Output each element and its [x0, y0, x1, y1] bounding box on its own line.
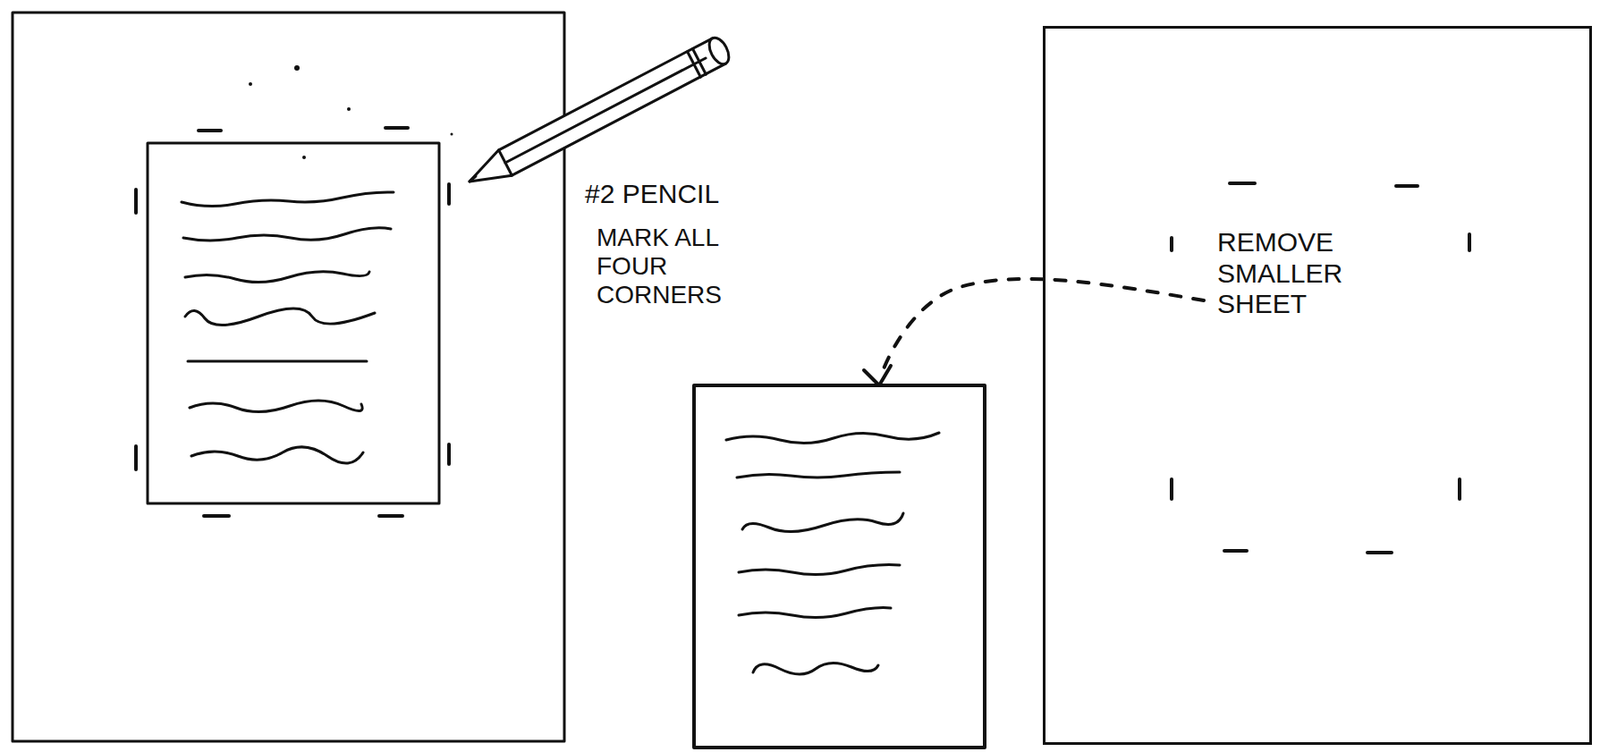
note-text: MARK ALL FOUR CORNERS [596, 223, 747, 311]
arrow-head [863, 365, 891, 386]
text-lines [181, 192, 394, 464]
small-sheet [147, 143, 440, 504]
text-lines [726, 432, 940, 675]
large-sheet [12, 12, 565, 742]
removed-sheet [694, 385, 985, 748]
instruction-text: REMOVE SMALLER SHEET [1217, 227, 1365, 321]
pencil-dust [248, 65, 454, 160]
corner-marks [135, 127, 449, 517]
corner-marks [1171, 183, 1470, 553]
note-text: #2 PENCIL [584, 178, 720, 211]
pencil [469, 34, 733, 182]
sheet-outline: REMOVE SMALLER SHEET [1042, 25, 1592, 745]
